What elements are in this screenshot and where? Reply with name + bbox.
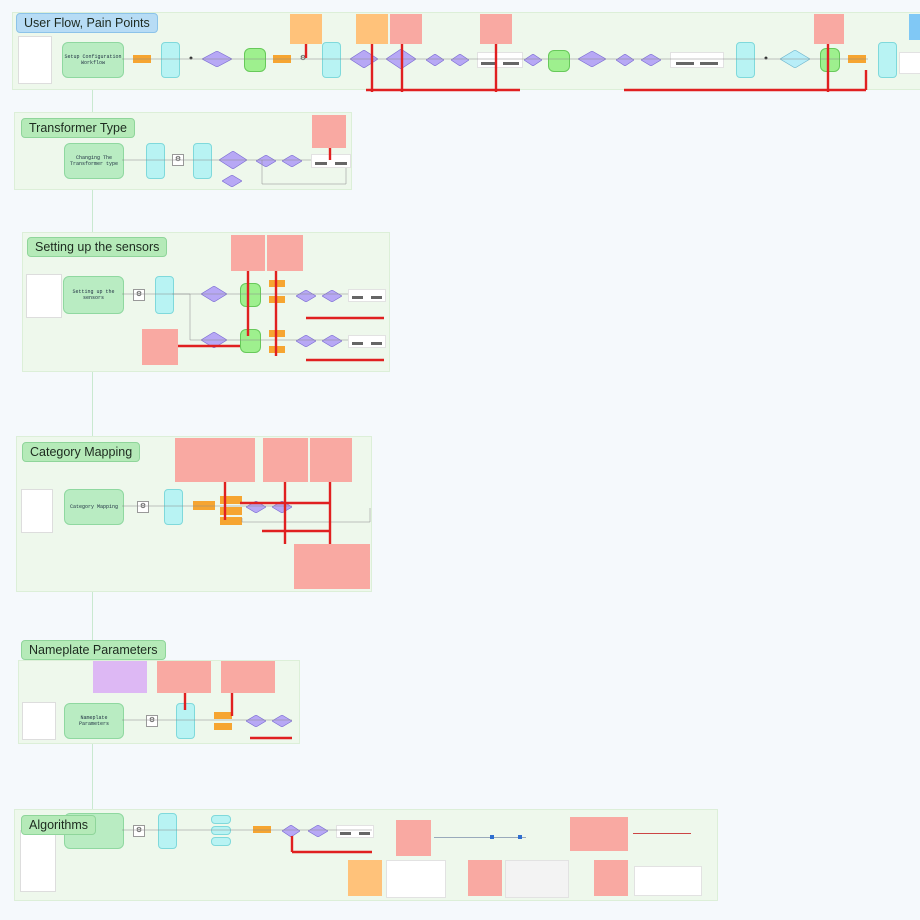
sticky-note[interactable] (594, 860, 628, 896)
sticky-note[interactable] (93, 661, 147, 693)
screenshot-thumbnail (634, 866, 702, 896)
gear-icon: ⚙ (299, 55, 307, 62)
sticky-note[interactable] (480, 14, 512, 44)
section-box-label: Setting up the sensors (72, 289, 115, 301)
section-title: Category Mapping (22, 442, 141, 462)
transformer-section-box[interactable]: Changing The Transformer type (64, 143, 124, 179)
user-icon: ● (763, 55, 769, 62)
section-box-label: Changing The Transformer type (69, 155, 118, 167)
section-box-label: Category Mapping (69, 504, 118, 510)
screen-node[interactable] (158, 813, 177, 849)
screenshot-thumbnail (633, 826, 691, 842)
doc-thumbnail (22, 702, 56, 740)
screen-node[interactable] (193, 143, 212, 179)
sticky-note[interactable] (231, 235, 265, 271)
sticky-note[interactable] (294, 544, 370, 589)
section-title: Nameplate Parameters (21, 640, 166, 660)
doc-thumbnail (21, 489, 53, 533)
process-step[interactable] (253, 826, 271, 833)
process-step[interactable] (214, 723, 232, 730)
sticky-note[interactable] (157, 661, 211, 693)
gear-icon: ⚙ (133, 825, 145, 837)
dialog-mockup (336, 825, 374, 838)
process-step[interactable] (220, 507, 242, 515)
screen-node[interactable] (211, 837, 231, 846)
action-node[interactable] (820, 48, 840, 72)
dialog-mockup (477, 52, 523, 68)
sticky-note[interactable] (570, 817, 628, 851)
sticky-note[interactable] (312, 115, 346, 148)
doc-thumbnail (18, 36, 52, 84)
user-flow-section-box[interactable]: Setup Configuration Workflow (62, 42, 124, 78)
sticky-note[interactable] (263, 438, 308, 482)
sticky-note[interactable] (348, 860, 382, 896)
section-box-label: Nameplate Parameters (78, 715, 109, 727)
screen-node[interactable] (878, 42, 897, 78)
screen-node[interactable] (211, 826, 231, 835)
gear-icon: ⚙ (146, 715, 158, 727)
screen-node[interactable] (155, 276, 174, 314)
screenshot-thumbnail (434, 834, 526, 840)
dialog-mockup (348, 289, 386, 302)
sticky-note[interactable] (356, 14, 388, 44)
action-node[interactable] (244, 48, 266, 72)
section-title: Transformer Type (21, 118, 135, 138)
sticky-note[interactable] (468, 860, 502, 896)
sticky-note[interactable] (909, 14, 920, 40)
dialog-mockup (348, 335, 386, 348)
sticky-note[interactable] (267, 235, 303, 271)
doc-thumbnail (26, 274, 62, 318)
section-title: Algorithms (21, 815, 97, 835)
process-step[interactable] (214, 712, 232, 719)
screen-node[interactable] (211, 815, 231, 824)
screenshot-thumbnail (505, 860, 569, 898)
screen-node[interactable] (161, 42, 180, 78)
screen-node[interactable] (322, 42, 341, 78)
section-title: User Flow, Pain Points (16, 13, 158, 33)
action-node[interactable] (240, 283, 261, 307)
sensors-section-box[interactable]: Setting up the sensors (63, 276, 124, 314)
section-title: Setting up the sensors (27, 237, 168, 257)
sticky-note[interactable] (142, 329, 178, 365)
user-icon: ● (188, 55, 194, 62)
action-node[interactable] (548, 50, 570, 72)
screen-node[interactable] (146, 143, 165, 179)
sticky-note[interactable] (175, 438, 255, 482)
process-step[interactable] (220, 517, 242, 525)
screen-node[interactable] (736, 42, 755, 78)
screen-node[interactable] (164, 489, 183, 525)
screenshot-thumbnail (386, 860, 446, 898)
sticky-note[interactable] (396, 820, 431, 856)
sticky-note[interactable] (814, 14, 844, 44)
sticky-note[interactable] (310, 438, 352, 482)
nameplate-section-box[interactable]: Nameplate Parameters (64, 703, 124, 739)
process-step[interactable] (193, 501, 215, 510)
action-node[interactable] (240, 329, 261, 353)
dialog-mockup (670, 52, 724, 68)
section-box-label: Setup Configuration Workflow (64, 54, 122, 66)
screenshot-thumbnail (899, 52, 920, 74)
sticky-note[interactable] (290, 14, 322, 44)
sticky-note[interactable] (221, 661, 275, 693)
sticky-note[interactable] (390, 14, 422, 44)
gear-icon: ⚙ (133, 289, 145, 301)
category-section-box[interactable]: Category Mapping (64, 489, 124, 525)
process-step[interactable] (220, 496, 242, 504)
gear-icon: ⚙ (137, 501, 149, 513)
